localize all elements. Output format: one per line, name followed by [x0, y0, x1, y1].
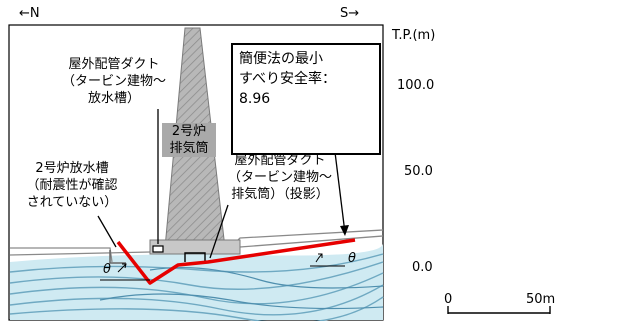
elevation-tick-50: 50.0	[404, 164, 433, 179]
discharge-tank-label: 2号炉放水槽 （耐震性が確認 されていない）	[16, 160, 128, 211]
duct-ts-line-2: （タービン建物～	[227, 170, 332, 185]
slip-line	[116, 238, 356, 285]
duct-ts-line-1: 屋外配管ダクト	[234, 153, 326, 168]
safety-factor-note: 簡便法の最小 すべり安全率： 8.96	[231, 43, 381, 155]
scale-bar-start: 0	[444, 292, 453, 307]
stack-line-1: 2号炉	[171, 124, 207, 139]
axis-unit-label: T.P.(m)	[392, 28, 436, 43]
scale-bar-end: 50m	[526, 292, 556, 307]
discharge-tank-shape	[109, 250, 126, 264]
stack-label: 2号炉 排気筒	[162, 123, 216, 157]
duct-td-line-1: 屋外配管ダクト	[68, 57, 160, 72]
note-value: 8.96	[239, 91, 271, 107]
south-direction-label: S→	[340, 6, 360, 21]
note-line-1: 簡便法の最小	[239, 51, 323, 67]
angle-theta-right: θ	[348, 251, 356, 266]
tank-line-2: （耐震性が確認	[26, 178, 118, 193]
duct-turbine-stack-label: 屋外配管ダクト （タービン建物～ 排気筒）（投影）	[214, 152, 346, 203]
angle-marker-right	[310, 253, 345, 267]
leader-lines	[97, 109, 229, 259]
stack-line-2: 排気筒	[169, 141, 209, 156]
ground-strata	[9, 244, 384, 321]
duct-td-line-2: （タービン建物～	[61, 74, 166, 89]
duct-turbine-discharge-label: 屋外配管ダクト （タービン建物～ 放水槽）	[50, 56, 178, 107]
angle-marker-left	[100, 263, 150, 281]
elevation-tick-0: 0.0	[412, 260, 433, 275]
duct-turbine-stack-shape	[184, 252, 206, 262]
note-line-2: すべり安全率：	[239, 71, 337, 87]
duct-ts-line-3: 排気筒）（投影）	[231, 187, 329, 202]
scale-bar-graphic	[447, 306, 551, 314]
angle-theta-left: θ	[103, 262, 111, 277]
north-direction-label: ←N	[19, 6, 40, 21]
elevation-tick-100: 100.0	[397, 78, 435, 93]
tank-line-1: 2号炉放水槽	[35, 161, 109, 176]
duct-td-line-3: 放水槽）	[87, 91, 140, 106]
tank-line-3: されていない）	[26, 195, 118, 210]
duct-turbine-discharge-shape	[152, 245, 164, 253]
